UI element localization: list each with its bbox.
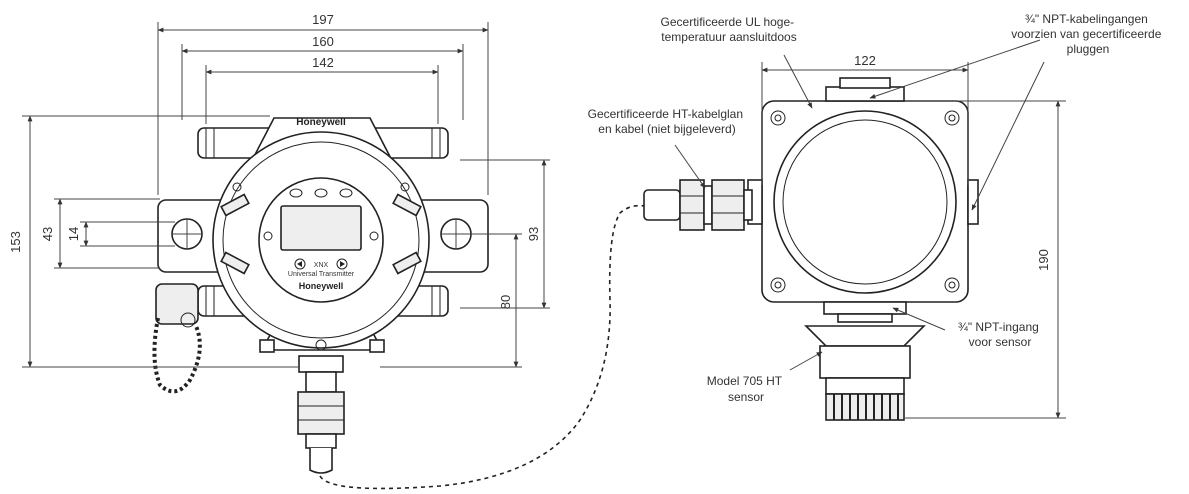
dim-142: 142 bbox=[312, 55, 334, 70]
dim-122: 122 bbox=[854, 53, 876, 68]
transmitter-front-view: XNX Universal Transmitter Honeywell Hone… bbox=[152, 117, 489, 474]
dim-160: 160 bbox=[312, 34, 334, 49]
accessory-plug-with-chain bbox=[152, 283, 202, 394]
ht-sensor bbox=[804, 325, 926, 421]
junction-box-cover bbox=[773, 110, 957, 294]
brand-logo-top: Honeywell bbox=[296, 117, 346, 128]
connecting-cable bbox=[319, 204, 646, 490]
callout-leaders bbox=[674, 39, 1045, 371]
right-arrow-icon bbox=[336, 258, 348, 270]
mount-bolt-right bbox=[440, 218, 472, 250]
conduit-fitting bbox=[297, 355, 345, 474]
dim-43: 43 bbox=[40, 227, 55, 241]
callout-cable-gland: Gecertificeerde HT-kabelglan en kabel (n… bbox=[588, 107, 747, 136]
left-arrow-icon bbox=[294, 258, 306, 270]
dim-14: 14 bbox=[66, 227, 81, 241]
callout-junction-box: Gecertificeerde UL hoge- temperatuur aan… bbox=[661, 15, 798, 44]
cable-gland bbox=[643, 179, 753, 231]
lcd-screen bbox=[280, 205, 362, 251]
status-led-1 bbox=[289, 188, 303, 198]
brand-logo-bottom: Honeywell bbox=[299, 281, 344, 291]
device-subtitle: Universal Transmitter bbox=[288, 271, 355, 278]
dim-190: 190 bbox=[1036, 249, 1051, 271]
left-dimension-lines: 197 160 142 153 43 14 93 bbox=[8, 12, 550, 368]
dim-153: 153 bbox=[8, 231, 23, 253]
callout-sensor-entry: ¾" NPT-ingang voor sensor bbox=[958, 320, 1042, 349]
status-led-2 bbox=[314, 188, 328, 198]
bottom-screw-right bbox=[369, 339, 385, 353]
model-tag: XNX bbox=[314, 262, 329, 269]
dim-80: 80 bbox=[498, 295, 513, 309]
callout-sensor-model: Model 705 HT sensor bbox=[707, 374, 786, 404]
mount-bolt-left bbox=[171, 218, 203, 250]
status-led-3 bbox=[339, 188, 353, 198]
dim-197: 197 bbox=[312, 12, 334, 27]
dim-93: 93 bbox=[526, 227, 541, 241]
bottom-screw-left bbox=[259, 339, 275, 353]
junction-box-view bbox=[747, 77, 979, 323]
callout-npt-entries: ¾" NPT-kabelingangen voorzien van gecert… bbox=[1011, 12, 1164, 56]
right-dimension-lines: 122 190 bbox=[761, 53, 1066, 419]
